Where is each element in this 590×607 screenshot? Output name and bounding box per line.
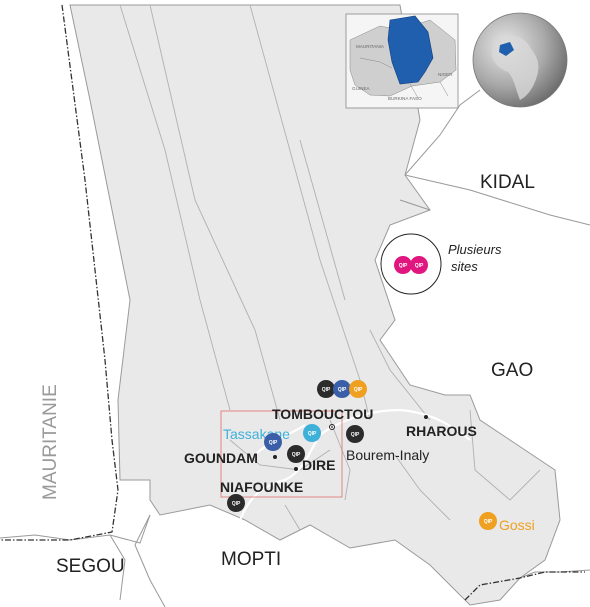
globe-icon [472,12,568,108]
map-pin-icon: QIP [410,256,428,274]
neighbor-borders [0,89,590,607]
international-border [0,4,585,601]
zoom-box [220,410,343,498]
map-pin-icon: QIP [287,445,305,463]
svg-text:QIP: QIP [292,452,301,458]
city-label-bourem-inaly: Bourem-Inaly [346,447,429,463]
region-label-segou: SEGOU [56,556,125,577]
map-pin-icon: QIP [349,380,367,398]
callout-line-2: sites [451,259,478,274]
svg-text:QIP: QIP [308,431,317,437]
region-label-mopti: MOPTI [221,549,281,570]
map-pin-icon: QIP [317,380,335,398]
region-label-kidal: KIDAL [480,172,535,193]
svg-text:QIP: QIP [322,387,331,393]
svg-text:QIP: QIP [415,263,424,269]
map-pin-icon: QIP [333,380,351,398]
inset-label-guinea: GUINEA [352,86,371,91]
region-label-gao: GAO [491,360,533,381]
svg-text:QIP: QIP [354,387,363,393]
map-pin-icon: QIP [346,425,364,443]
city-label-gossi: Gossi [499,517,535,533]
map-pin-icon: QIP [227,494,245,512]
inset-label-mauritania: MAURITANIA [356,44,385,49]
inset-label-niger: NIGER [438,72,453,77]
svg-text:QIP: QIP [338,387,347,393]
map-pin-icon: QIP [303,424,321,442]
map-pin-icon: QIP [394,256,412,274]
city-label-tombouctou: TOMBOUCTOU [272,406,373,422]
inset-label-burkina: BURKINA FASO [388,96,422,101]
district-borders [119,4,541,531]
svg-text:QIP: QIP [351,432,360,438]
svg-text:QIP: QIP [484,519,493,525]
callout-line-1: Plusieurs [448,242,502,257]
city-label-goundam: GOUNDAM [184,450,258,466]
inset-map: MAURITANIA NIGER BURKINA FASO GUINEA [345,13,459,109]
map-pin-icon: QIP [264,433,282,451]
svg-text:QIP: QIP [399,263,408,269]
qip-markers: QIP QIP QIP QIP QIP QIP QIP QIP [227,256,497,530]
map-pin-icon: QIP [479,512,497,530]
svg-text:QIP: QIP [232,501,241,507]
city-label-dire: DIRE [302,457,335,473]
region-label-mauritanie: MAURITANIE [40,384,61,500]
city-dots [273,415,428,471]
city-label-niafounke: NIAFOUNKE [220,479,303,495]
svg-text:QIP: QIP [269,440,278,446]
city-label-rharous: RHAROUS [406,423,477,439]
